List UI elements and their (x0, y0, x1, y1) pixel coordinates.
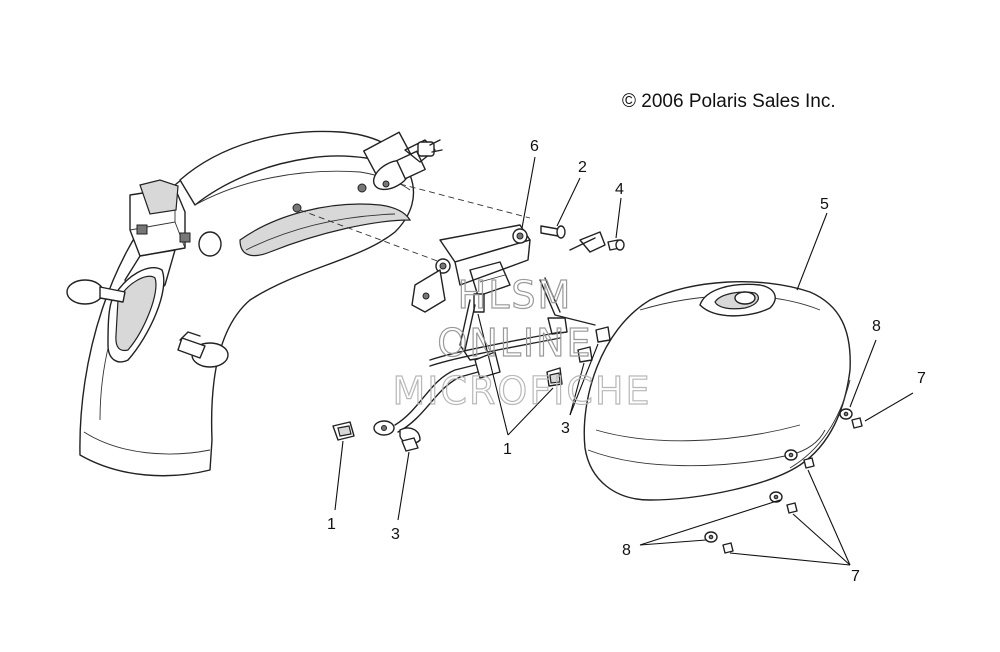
callout-8-top: 8 (872, 318, 881, 335)
watermark-line-2: ONLINE (437, 321, 592, 365)
callout-5: 5 (820, 196, 829, 213)
callout-1-left: 1 (327, 516, 336, 533)
callout-3-left: 3 (391, 526, 400, 543)
watermark: HLSM ONLINE MICROFICHE (392, 272, 651, 413)
callout-2: 2 (578, 159, 587, 176)
watermark-line-3: MICROFICHE (392, 369, 651, 413)
screw-2 (540, 225, 566, 239)
callout-4: 4 (615, 181, 624, 198)
rear-fender (66, 130, 531, 477)
callout-7-top: 7 (917, 370, 926, 387)
callout-6: 6 (530, 138, 539, 155)
callout-3-right: 3 (561, 420, 570, 437)
leader-lines (334, 156, 914, 566)
screw-4 (607, 239, 625, 251)
watermark-line-1: HLSM (458, 273, 573, 317)
saddlebag (583, 281, 851, 501)
callout-7-bottom: 7 (851, 568, 860, 585)
hardware-7-8 (704, 408, 863, 554)
callout-8-bottom: 8 (622, 542, 631, 559)
callout-1-right: 1 (503, 441, 512, 458)
copyright-text: © 2006 Polaris Sales Inc. (622, 91, 836, 112)
